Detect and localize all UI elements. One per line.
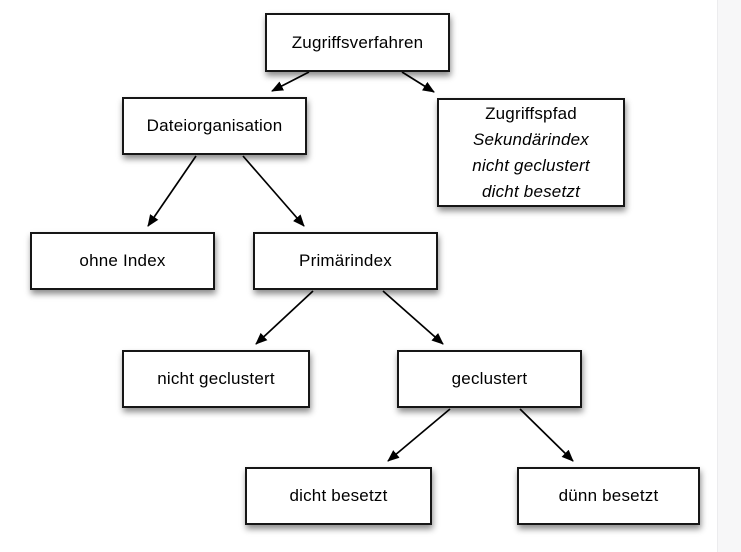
node-zugriffspfad-line-1: Zugriffspfad xyxy=(485,103,577,123)
node-nicht-geclustert: nicht geclustert xyxy=(122,350,310,408)
arrow-dateiorganisation-primaerindex xyxy=(242,155,305,227)
node-nicht-geclustert-label: nicht geclustert xyxy=(157,369,275,388)
node-duenn-besetzt: dünn besetzt xyxy=(517,467,700,525)
right-margin-band xyxy=(717,0,741,552)
arrow-primaerindex-nicht-geclustert xyxy=(255,290,314,345)
node-dateiorganisation: Dateiorganisation xyxy=(122,97,307,155)
node-primaerindex-label: Primärindex xyxy=(299,251,392,270)
arrow-geclustert-dicht-besetzt xyxy=(387,408,451,462)
arrow-primaerindex-geclustert xyxy=(382,290,444,345)
node-dicht-besetzt-label: dicht besetzt xyxy=(289,486,388,505)
node-zugriffsverfahren: Zugriffsverfahren xyxy=(265,13,450,72)
node-zugriffspfad-line-2: Sekundärindex xyxy=(472,129,589,149)
node-duenn-besetzt-label: dünn besetzt xyxy=(558,486,659,505)
arrow-dateiorganisation-ohne-index xyxy=(147,155,197,227)
node-ohne-index-label: ohne Index xyxy=(79,251,166,270)
node-zugriffspfad-line-4: dicht besetzt xyxy=(481,181,581,201)
node-geclustert: geclustert xyxy=(397,350,582,408)
node-ohne-index: ohne Index xyxy=(30,232,215,290)
node-dateiorganisation-label: Dateiorganisation xyxy=(146,116,283,135)
arrow-zugriffsverfahren-zugriffspfad xyxy=(401,71,435,93)
node-zugriffspfad-line-3: nicht geclustert xyxy=(472,155,590,175)
arrow-geclustert-duenn-besetzt xyxy=(519,408,574,462)
node-geclustert-label: geclustert xyxy=(451,369,528,388)
node-primaerindex: Primärindex xyxy=(253,232,438,290)
node-zugriffsverfahren-label: Zugriffsverfahren xyxy=(291,32,424,52)
node-dicht-besetzt: dicht besetzt xyxy=(245,467,432,525)
node-zugriffspfad: Zugriffspfad Sekundärindex nicht geclust… xyxy=(437,98,625,207)
arrow-zugriffsverfahren-dateiorganisation xyxy=(271,71,310,92)
